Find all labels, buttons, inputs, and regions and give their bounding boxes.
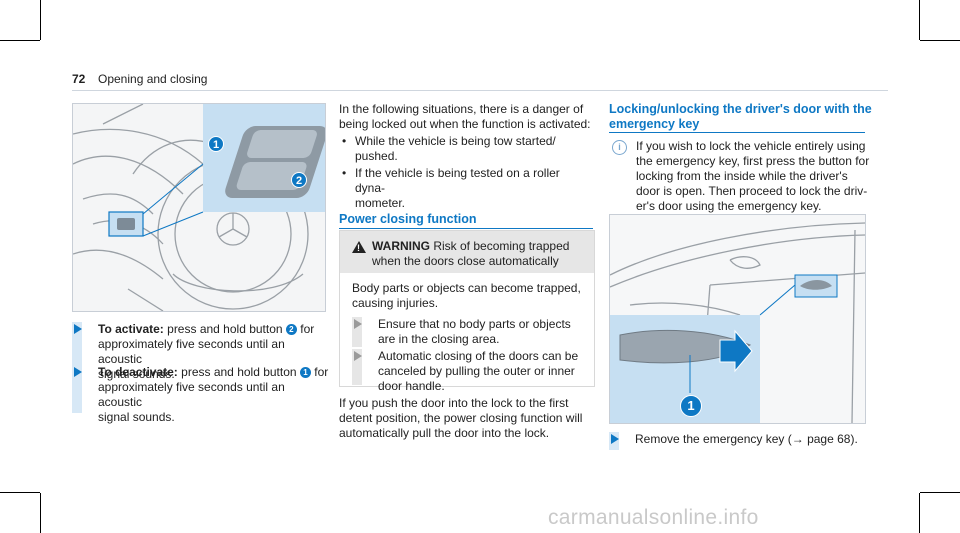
step-activate: To activate: press and hold button 2 for… bbox=[72, 322, 332, 381]
warning-header: ! WARNING Risk of becoming trapped when … bbox=[340, 231, 594, 273]
figure-door-lock-buttons: 1 2 bbox=[72, 103, 326, 312]
button-number-icon: 1 bbox=[299, 367, 311, 378]
step-text: Remove the emergency key (→ page 68). bbox=[635, 432, 858, 446]
header-divider bbox=[72, 90, 888, 91]
section-title-emergency-key: Locking/unlocking the driver's door with… bbox=[609, 102, 872, 131]
page-number: 72 bbox=[72, 72, 86, 86]
figure-callout-1: 1 bbox=[680, 395, 702, 417]
crop-mark bbox=[40, 0, 41, 40]
step-text: signal sounds. bbox=[98, 410, 175, 424]
button-number-icon: 2 bbox=[285, 324, 297, 335]
dashboard-illustration bbox=[73, 104, 325, 311]
intro-paragraph: In the following situations, there is a … bbox=[339, 102, 591, 131]
warning-body: Body parts or objects can become trapped… bbox=[352, 281, 581, 310]
step-label: To deactivate: bbox=[98, 365, 178, 379]
warning-box: ! WARNING Risk of becoming trapped when … bbox=[339, 230, 595, 393]
figure-callout-1: 1 bbox=[208, 136, 224, 152]
section-title-power-closing: Power closing function bbox=[339, 212, 477, 226]
step-text: signal sounds. bbox=[98, 367, 175, 381]
list-item: • If the vehicle is being tested on a ro… bbox=[342, 166, 560, 210]
bullet-icon: • bbox=[342, 166, 347, 180]
crop-mark bbox=[919, 0, 920, 40]
section-divider bbox=[339, 228, 593, 229]
step-arrow-icon bbox=[611, 434, 619, 444]
step-text: approximately five seconds until an acou… bbox=[98, 337, 285, 366]
step-bar bbox=[72, 365, 82, 413]
step-text: approximately five seconds until an acou… bbox=[98, 380, 285, 409]
info-icon: i bbox=[612, 140, 627, 155]
outro-paragraph: If you push the door into the lock to th… bbox=[339, 396, 583, 440]
step-text: press and hold button bbox=[181, 365, 297, 379]
step-text: for bbox=[300, 322, 315, 336]
step-arrow-icon bbox=[354, 319, 362, 329]
crop-mark bbox=[40, 493, 41, 533]
step-text: press and hold button bbox=[167, 322, 283, 336]
door-handle-illustration bbox=[610, 222, 865, 423]
warning-label: WARNING bbox=[372, 239, 430, 253]
crop-mark bbox=[0, 492, 40, 493]
watermark: carmanualsonline.info bbox=[548, 506, 759, 529]
step-text: for bbox=[314, 365, 329, 379]
figure-emergency-key: 1 bbox=[609, 214, 866, 424]
warning-triangle-icon: ! bbox=[352, 241, 366, 253]
figure-callout-2: 2 bbox=[291, 172, 307, 188]
crop-mark bbox=[920, 492, 960, 493]
step-arrow-icon bbox=[354, 351, 362, 361]
step-deactivate: To deactivate: press and hold button 1 f… bbox=[72, 365, 332, 424]
step-arrow-icon bbox=[74, 324, 82, 334]
step-label: To activate: bbox=[98, 322, 164, 336]
crop-mark bbox=[920, 40, 960, 41]
note-paragraph: If you wish to lock the vehicle entirely… bbox=[636, 139, 870, 213]
step-remove-key: Remove the emergency key (→ page 68). bbox=[609, 432, 869, 450]
section-divider bbox=[609, 132, 865, 133]
section-header: Opening and closing bbox=[98, 72, 208, 86]
step-arrow-icon bbox=[74, 367, 82, 377]
crop-mark bbox=[919, 493, 920, 533]
bullet-icon: • bbox=[342, 134, 347, 148]
list-item: • While the vehicle is being tow started… bbox=[342, 134, 556, 163]
crop-mark bbox=[0, 40, 40, 41]
step-bar bbox=[72, 322, 82, 370]
